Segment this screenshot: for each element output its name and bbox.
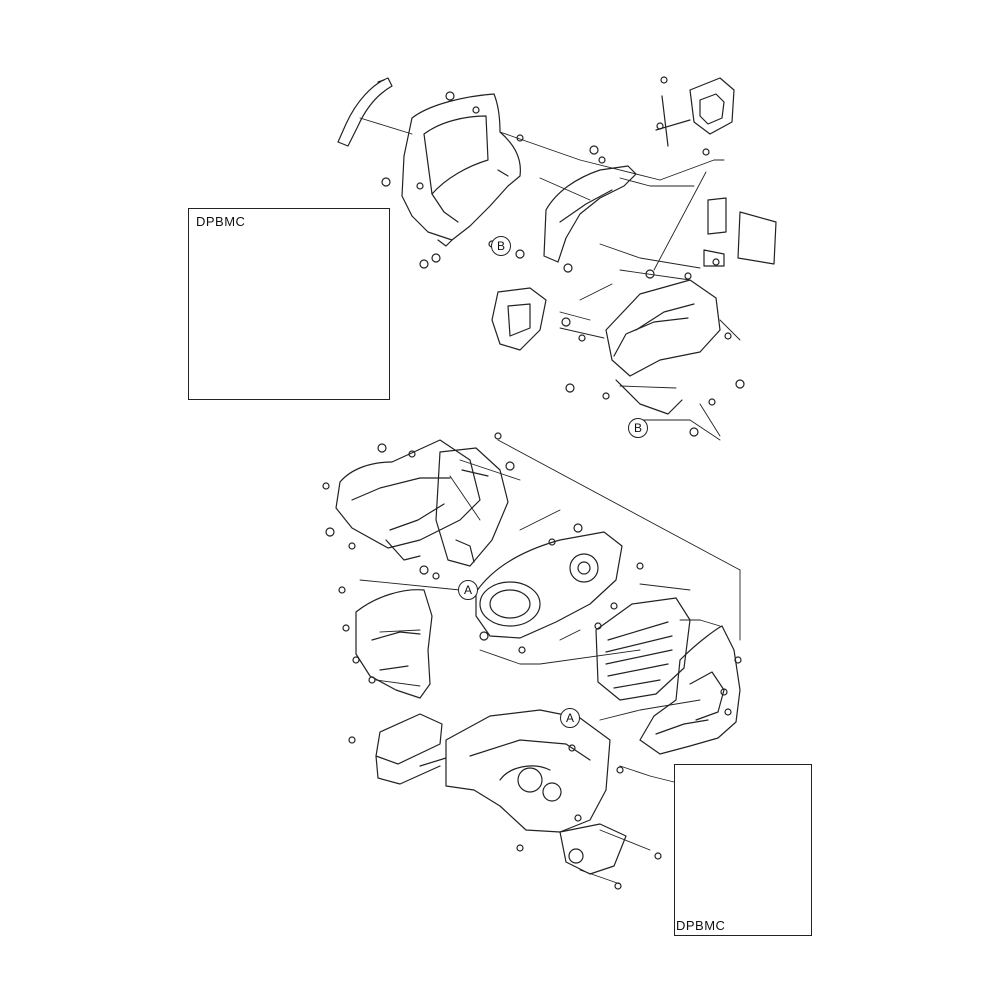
- inner-panel-right: [543, 165, 637, 263]
- inner-fairing-left: [335, 439, 481, 561]
- callout-label-lower-right: DPBMC: [676, 918, 726, 933]
- headlight-housing: [475, 531, 623, 639]
- ref-marker-a-lower: A: [560, 708, 580, 728]
- meter-bracket: [655, 77, 735, 147]
- front-cowl-lower: [639, 625, 741, 755]
- headlight-bracket: [605, 279, 721, 415]
- ref-marker-b-lower: B: [628, 418, 648, 438]
- lower-mount: [559, 823, 627, 875]
- callout-box-lower-right: [674, 764, 812, 936]
- ref-marker-a-upper: A: [458, 580, 478, 600]
- leader-lines: [359, 117, 741, 885]
- radiator-grille: [595, 597, 691, 701]
- ref-marker-b-upper: B: [491, 236, 511, 256]
- inner-fairing-center: [435, 447, 509, 567]
- callout-box-upper-left: [188, 208, 390, 400]
- upper-cowl: [401, 93, 521, 247]
- frame: [419, 709, 611, 833]
- side-bracket-left: [491, 287, 547, 351]
- clip-brackets: [703, 197, 777, 267]
- callout-label-upper-left: DPBMC: [196, 214, 246, 229]
- lower-left-fairing: [355, 589, 433, 699]
- windscreen-strip: [337, 77, 393, 147]
- stay-bracket: [375, 713, 443, 785]
